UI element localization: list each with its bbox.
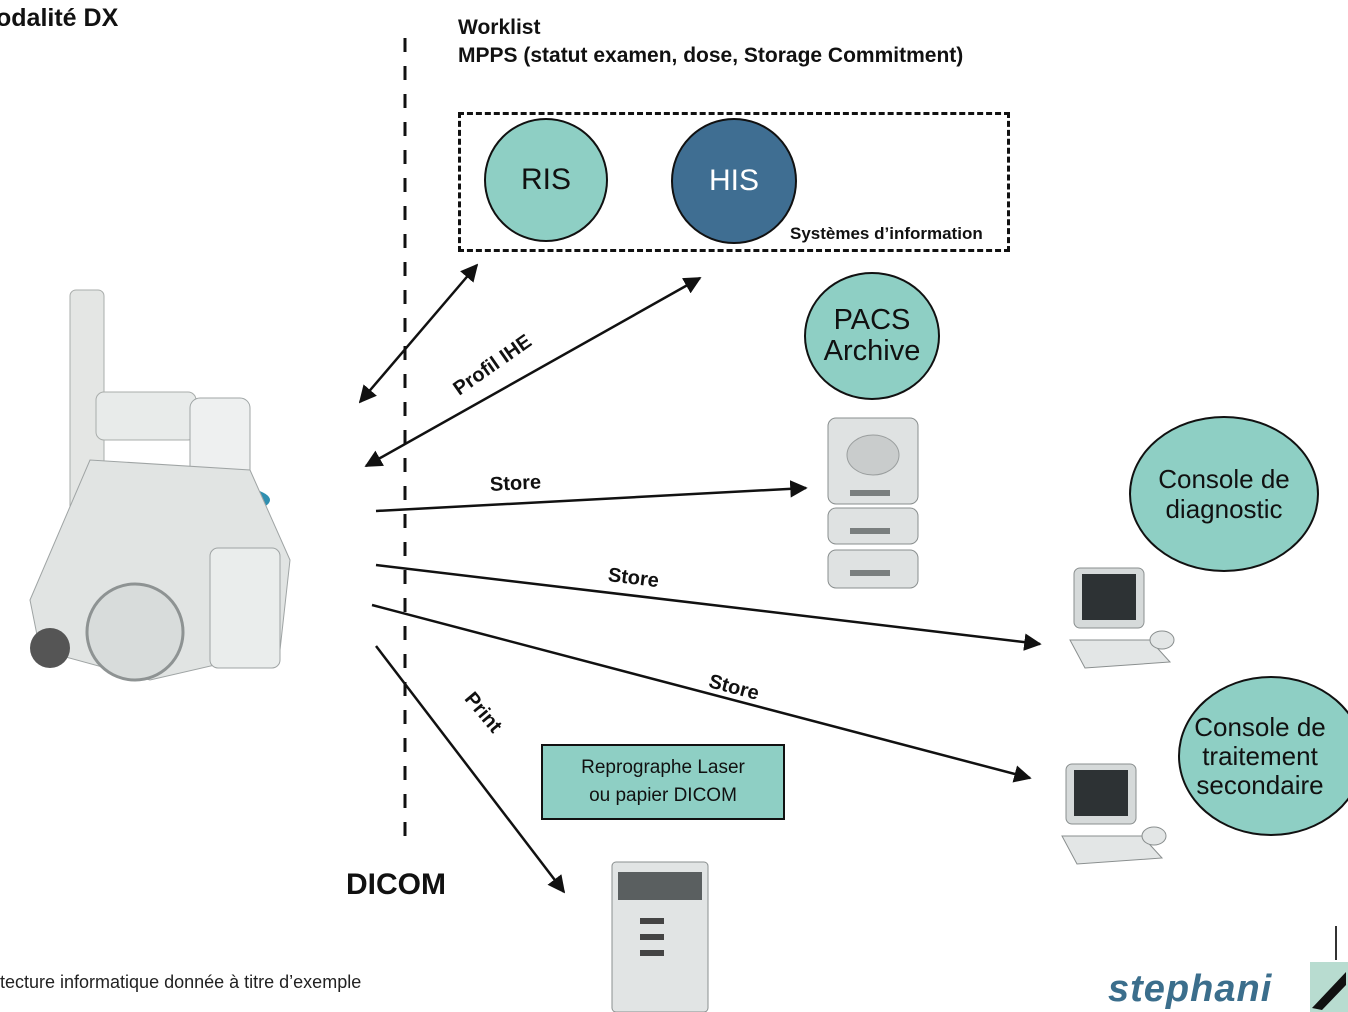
console-processing-line-1: Console de [1194,711,1326,742]
laser-imager-box: Reprographe Laser ou papier DICOM [541,744,785,820]
company-logo: stephani [1108,968,1273,1010]
pacs-server-image [827,417,919,589]
pacs-line-2: Archive [823,335,921,367]
footnote: itecture informatique donnée à titre d’e… [0,972,362,992]
worklist-line-2: MPPS (statut examen, dose, Storage Commi… [458,44,964,67]
laser-imager-line-1: Reprographe Laser [581,757,745,778]
diagnostic-workstation-image [1069,567,1175,669]
arrow-label-store-pacs: Store [489,471,542,496]
arrow-store-pacs [375,480,808,513]
console-processing-node: Console de traitement secondaire [1178,676,1348,836]
arrow-store-diag [375,563,1042,651]
worklist-line-1: Worklist [458,16,541,39]
arrow-store-trait [371,603,1032,783]
console-diagnostic-node: Console de diagnostic [1129,416,1319,572]
worklist-caption: Worklist MPPS (statut examen, dose, Stor… [458,14,963,70]
page-title: odalité DX [0,4,119,32]
logo-mark [1310,926,1348,1012]
ris-node: RIS [484,118,608,242]
console-processing-line-2: traitement [1202,740,1318,771]
console-diagnostic-line-2: diagnostic [1165,494,1283,524]
console-diagnostic-line-1: Console de [1158,464,1290,494]
arrow-his [364,276,702,468]
processing-workstation-image [1061,763,1167,865]
arrow-print [375,645,566,894]
his-label: HIS [708,164,759,197]
pacs-node: PACS Archive [804,272,940,400]
his-node: HIS [671,118,797,244]
laser-imager-line-2: ou papier DICOM [589,785,737,806]
information-systems-label: Systèmes d’information [790,224,983,243]
information-systems-box [458,112,1010,252]
ris-label: RIS [520,163,571,196]
pacs-line-1: PACS [833,304,911,336]
laser-imager-image [611,861,709,1012]
dx-mobile-unit-image [29,289,291,682]
dicom-label: DICOM [346,868,446,901]
console-processing-line-3: secondaire [1196,769,1324,800]
